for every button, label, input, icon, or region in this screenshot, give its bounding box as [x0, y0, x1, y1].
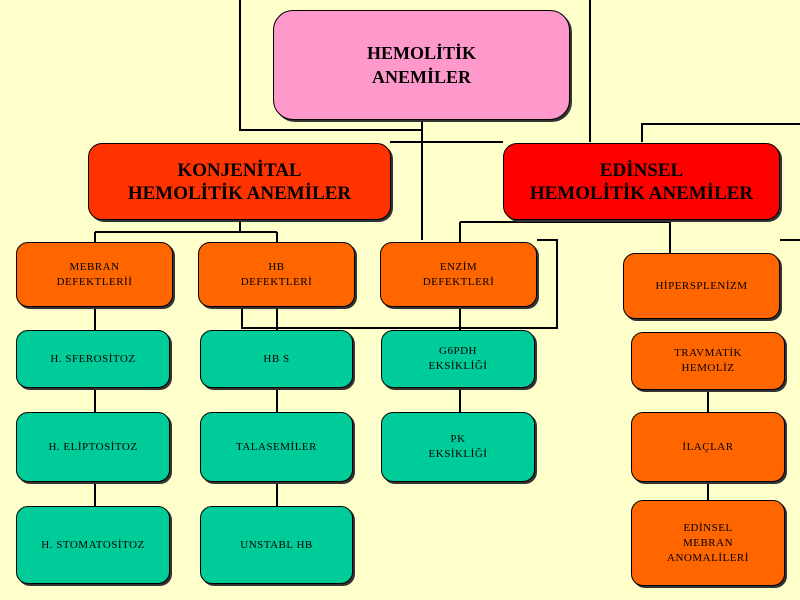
leaf-g6pdh-deficiency: G6PDH EKSİKLİĞİ — [381, 330, 535, 388]
leaf-drugs: İLAÇLAR — [631, 412, 785, 482]
leaf-hereditary-elliptocytosis: H. ELİPTOSİTOZ — [16, 412, 170, 482]
leaf-hereditary-stomatocytosis: H. STOMATOSİTOZ — [16, 506, 170, 584]
category-congenital: KONJENİTAL HEMOLİTİK ANEMİLER — [88, 143, 391, 220]
leaf-thalassemias: TALASEMİLER — [200, 412, 353, 482]
subcategory-enzyme-defects: ENZİM DEFEKTLERİ — [380, 242, 537, 307]
subcategory-membrane-defects: MEBRAN DEFEKTLERİİ — [16, 242, 173, 307]
leaf-hereditary-spherocytosis: H. SFEROSİTOZ — [16, 330, 170, 388]
leaf-pk-deficiency: PK EKSİKLİĞİ — [381, 412, 535, 482]
leaf-traumatic-hemolysis: TRAVMATİK HEMOLİZ — [631, 332, 785, 390]
leaf-hb-s: HB S — [200, 330, 353, 388]
subcategory-hb-defects: HB DEFEKTLERİ — [198, 242, 355, 307]
subcategory-hypersplenism: HİPERSPLENİZM — [623, 253, 780, 319]
root-hemolytic-anemias: HEMOLİTİK ANEMİLER — [273, 10, 570, 120]
connector-acquired-frame — [641, 123, 800, 142]
leaf-acquired-membrane-anomalies: EDİNSEL MEBRAN ANOMALİLERİ — [631, 500, 785, 586]
connector-hb-bridge — [241, 239, 558, 329]
category-acquired: EDİNSEL HEMOLİTİK ANEMİLER — [503, 143, 780, 220]
connector-top-left — [239, 0, 422, 131]
leaf-unstable-hb: UNSTABL HB — [200, 506, 353, 584]
